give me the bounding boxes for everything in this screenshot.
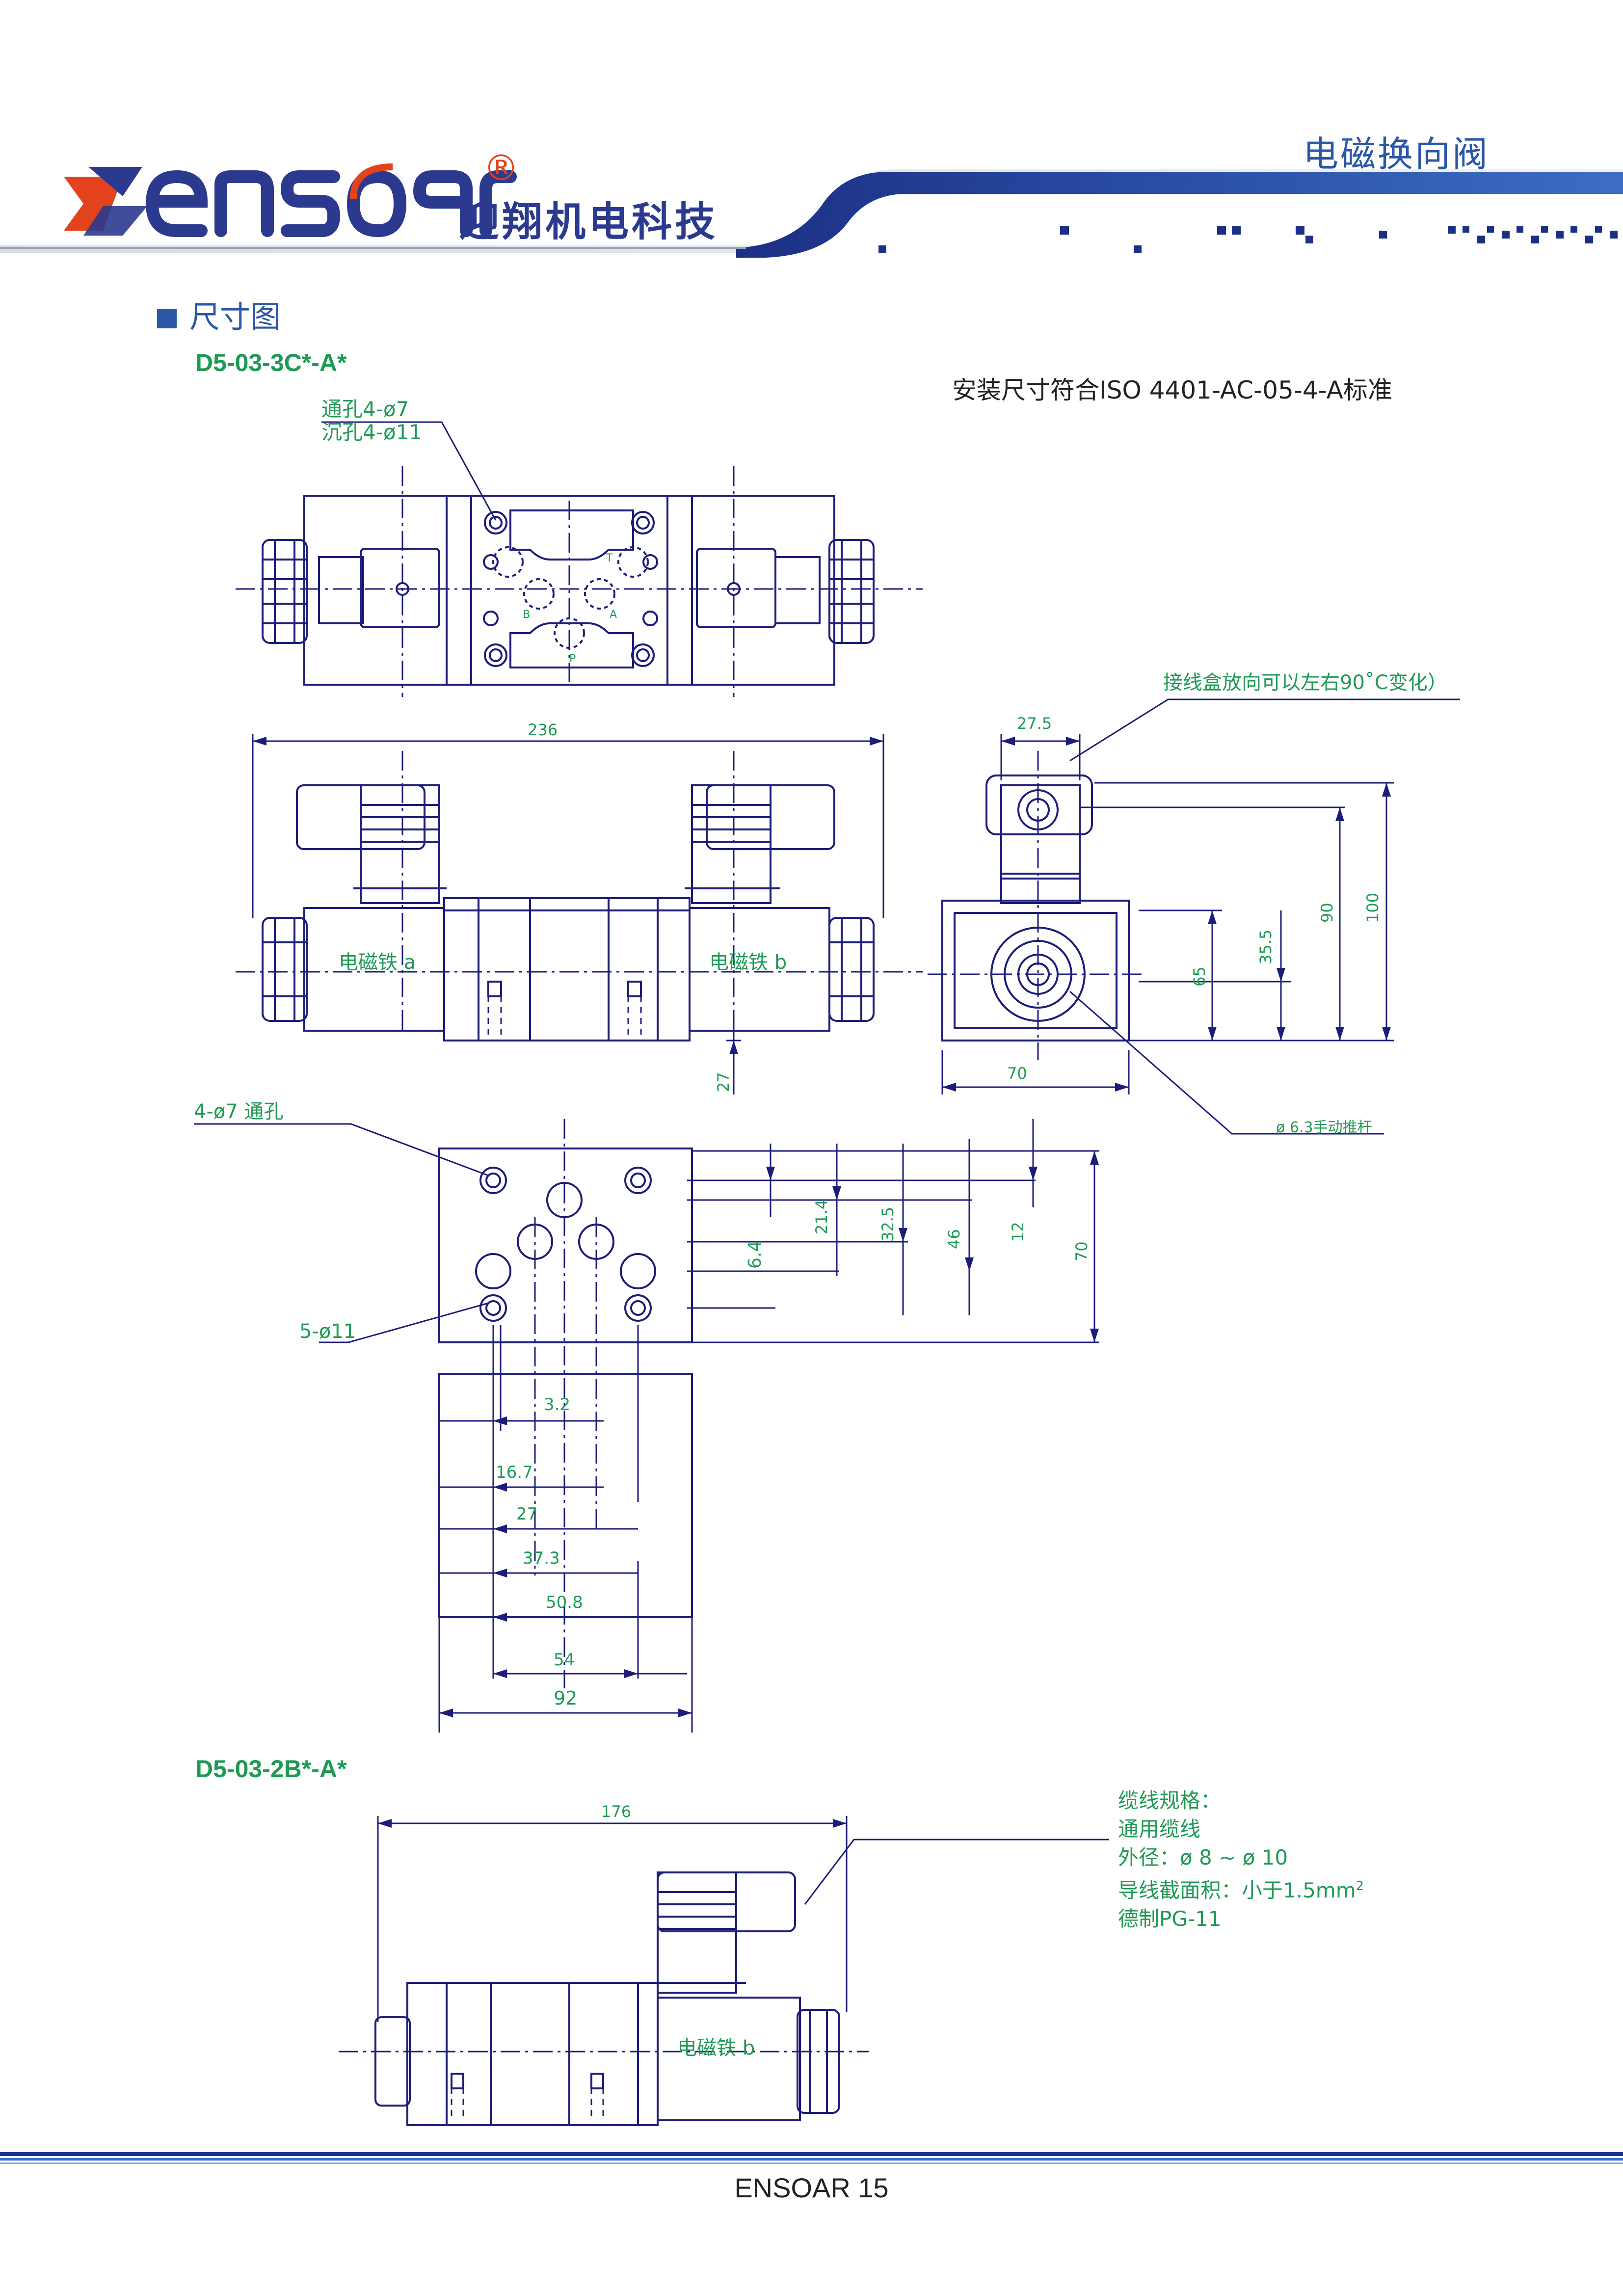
bullet-square-icon <box>157 309 177 328</box>
dim-side-h1: 90 <box>1318 903 1336 923</box>
dim-v-21-4: 21.4 <box>812 1199 831 1234</box>
through-holes-label: 4-ø7 通孔 <box>194 1100 284 1123</box>
top-view <box>262 495 875 686</box>
section-title: 尺寸图 <box>157 292 281 336</box>
side-view <box>941 774 1130 1041</box>
cable-spec-line3: 导线截面积：小于1.5mm2 <box>1118 1872 1364 1905</box>
dim-side-h2: 100 <box>1363 892 1382 923</box>
cable-spec-line1: 通用缆线 <box>1118 1817 1201 1841</box>
dim-overall-length: 236 <box>528 721 558 739</box>
dim-v-6-4: 6.4 <box>745 1240 765 1269</box>
dim-h-27: 27 <box>516 1504 538 1524</box>
header-banner <box>0 169 1623 258</box>
dim-h-92: 92 <box>554 1687 578 1709</box>
mounting-plate <box>438 1148 693 1618</box>
cable-spec-line2: 外径：ø 8 ~ ø 10 <box>1118 1845 1288 1869</box>
company-name-cn: 迎翔机电科技 <box>459 199 718 245</box>
registered-mark: ® <box>483 147 519 188</box>
page-footer: ENSOAR 15 <box>734 2172 889 2203</box>
dim-v-46: 46 <box>945 1229 963 1249</box>
mounting-standard-note: 安装尺寸符合ISO 4401-AC-05-4-A标准 <box>952 376 1392 404</box>
solenoid-b-label: 电磁铁 b <box>709 951 787 974</box>
port-holes-label: 5-ø11 <box>299 1320 356 1343</box>
manual-push-label: ø 6.3手动推杆 <box>1276 1119 1372 1136</box>
dim-v-32-5: 32.5 <box>878 1206 897 1242</box>
dim-front-offset: 27 <box>714 1072 733 1092</box>
brand-logo <box>64 163 517 238</box>
footer-bars <box>0 2152 1623 2164</box>
model-b-solenoid-label: 电磁铁 b <box>677 2037 755 2059</box>
port-label-b: B <box>523 609 531 621</box>
dim-side-h3: 35.5 <box>1256 929 1275 964</box>
line-work <box>194 421 1460 2126</box>
cable-spec: 缆线规格： 通用缆线 外径：ø 8 ~ ø 10 导线截面积：小于1.5mm2 … <box>1118 1787 1364 1933</box>
junction-box-note: 接线盒放向可以左右90˚C变化） <box>1163 671 1447 694</box>
model-b-view <box>374 1871 840 2126</box>
solenoid-a-label: 电磁铁 a <box>339 951 416 974</box>
dim-v-12: 12 <box>1009 1222 1027 1242</box>
dim-model-b-length: 176 <box>601 1802 632 1821</box>
hidden-lines <box>451 996 642 2120</box>
dim-side-top: 27.5 <box>1017 714 1052 733</box>
hole-through-label: 通孔4-ø7 <box>321 397 409 421</box>
dim-h-54: 54 <box>554 1650 575 1670</box>
cable-spec-title: 缆线规格： <box>1118 1789 1222 1813</box>
product-category: 电磁换向阀 <box>1303 133 1490 175</box>
front-view <box>262 784 875 1041</box>
dim-h-16-7: 16.7 <box>496 1463 533 1482</box>
cable-spec-line3-text: 导线截面积：小于1.5mm <box>1118 1878 1356 1902</box>
dim-side-h4: 65 <box>1190 966 1209 987</box>
hole-counter-label: 沉孔4-ø11 <box>321 420 423 444</box>
dim-v-70: 70 <box>1072 1241 1091 1261</box>
dim-h-3-2: 3.2 <box>544 1395 571 1415</box>
dimension-lines <box>194 421 1460 2022</box>
dim-h-37-3: 37.3 <box>523 1548 560 1568</box>
port-label-t: T <box>606 552 613 564</box>
dim-h-50-8: 50.8 <box>546 1593 583 1612</box>
model-b-title: D5-03-2B*-A* <box>195 1755 347 1783</box>
model-a-title: D5-03-3C*-A* <box>195 349 347 376</box>
arrowheads <box>253 737 1391 1828</box>
cable-spec-line3-sup: 2 <box>1356 1879 1364 1894</box>
section-title-text: 尺寸图 <box>189 299 281 335</box>
port-label-p: P <box>569 653 576 665</box>
cable-spec-line4: 德制PG-11 <box>1118 1907 1222 1931</box>
center-lines <box>236 466 1144 2053</box>
port-label-a: A <box>610 609 617 621</box>
dim-side-width: 70 <box>1007 1064 1027 1083</box>
